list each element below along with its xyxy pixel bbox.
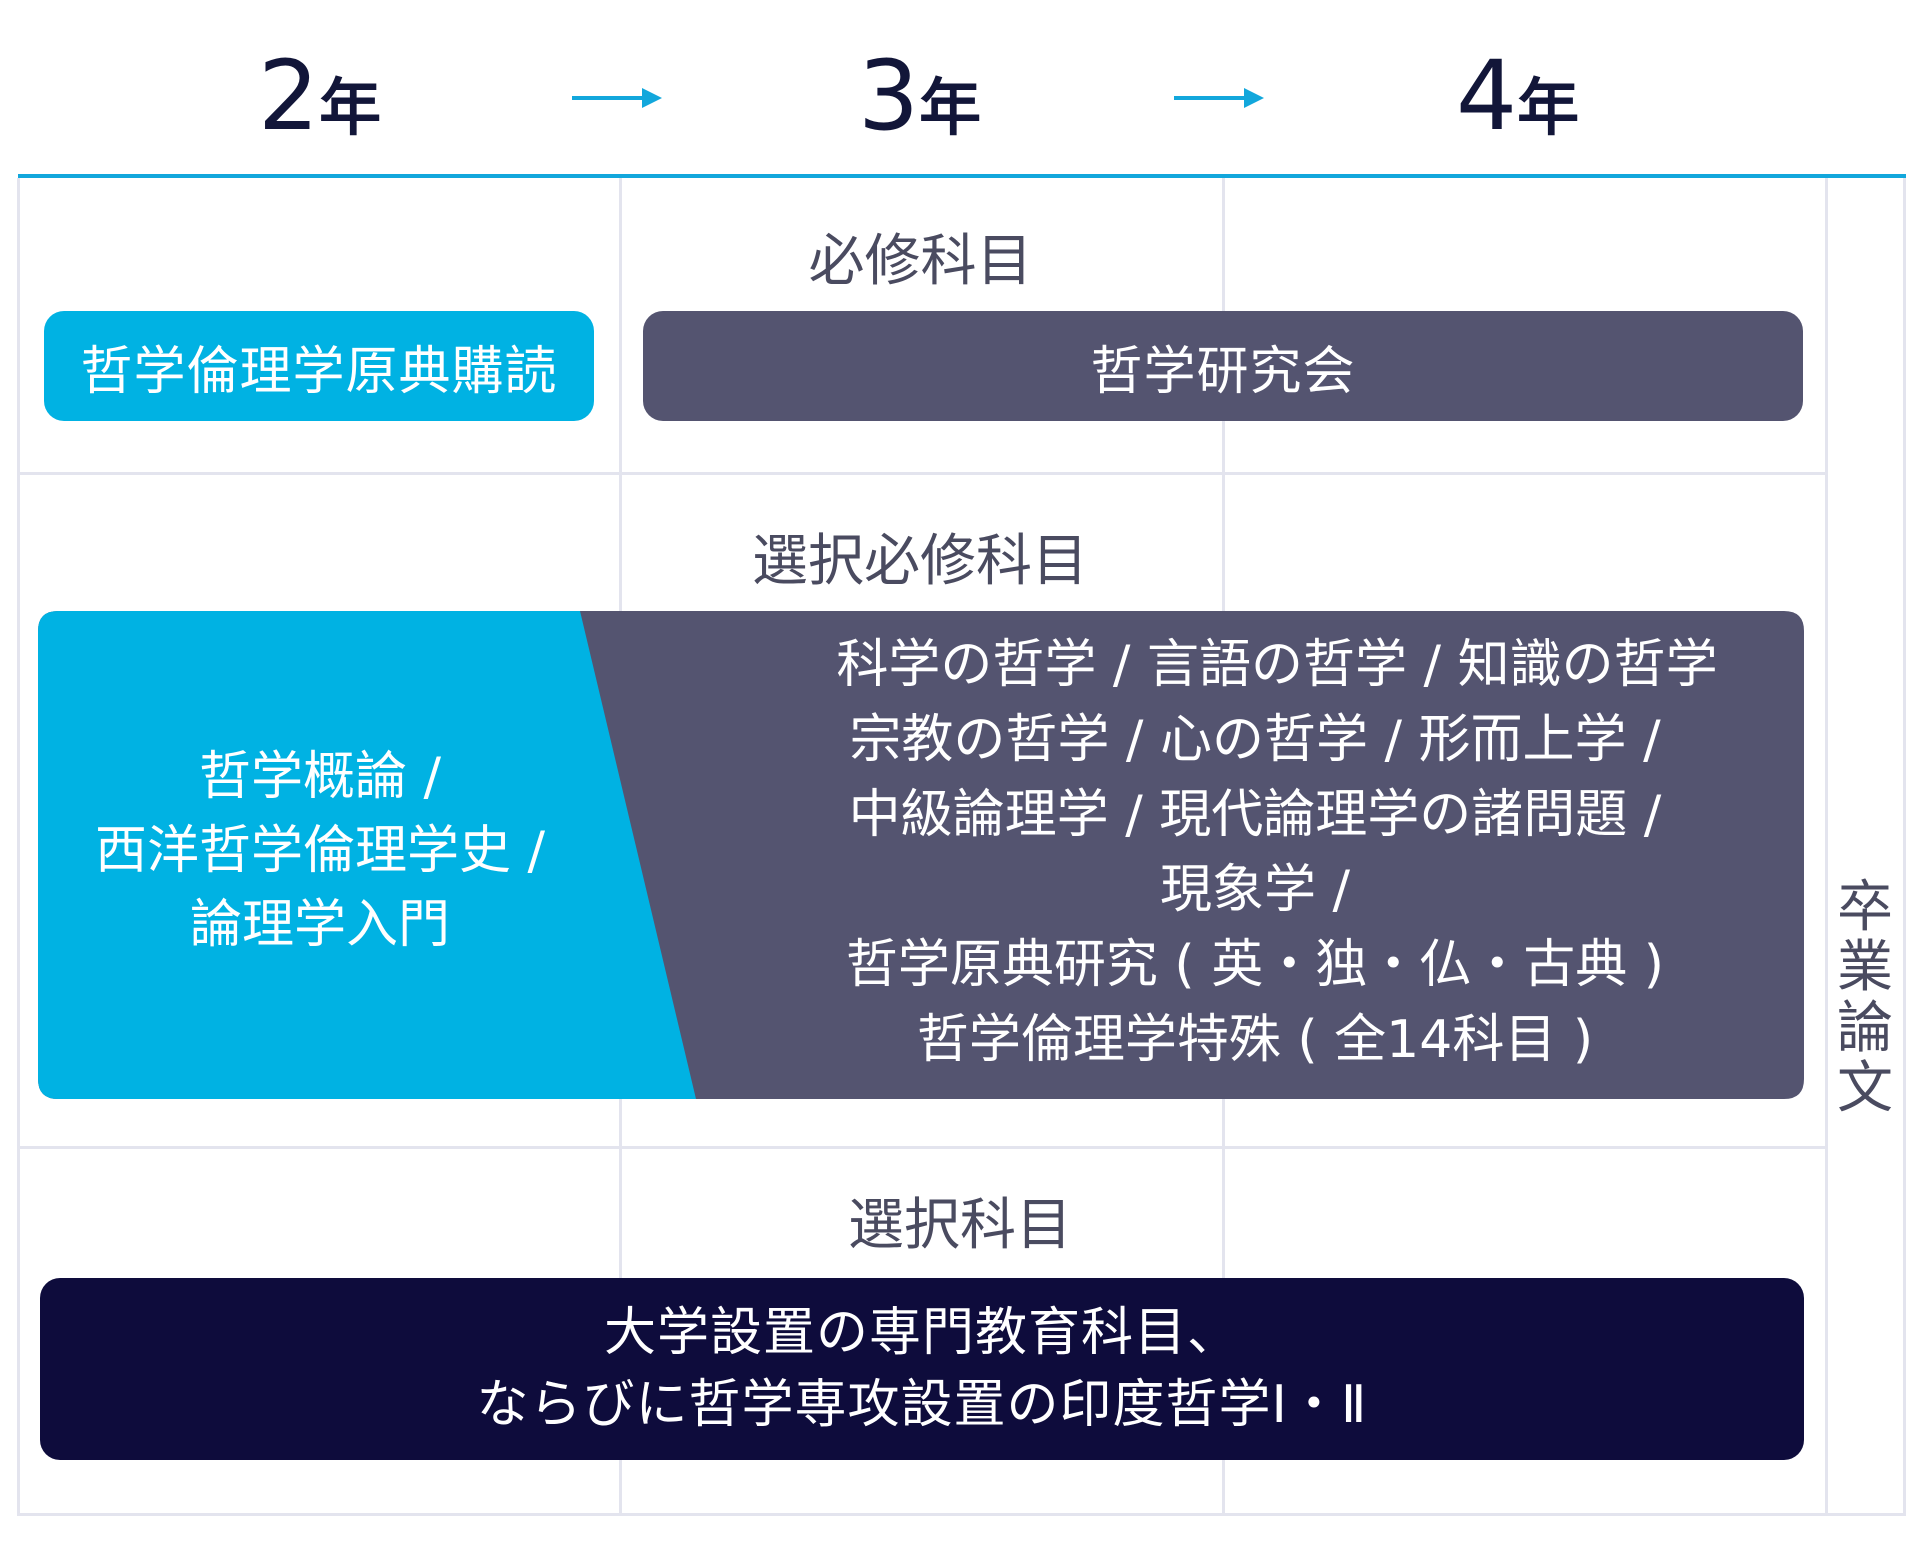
elective-required-section-title: 選択必修科目 — [752, 529, 1088, 594]
year-4-label: 4年 — [1456, 48, 1579, 144]
grid-line-row1 — [17, 472, 1827, 475]
grid-line-bottom — [17, 1513, 1906, 1516]
grid-line-left — [17, 178, 20, 1516]
course-line: ならびに哲学専攻設置の印度哲学Ⅰ・Ⅱ — [476, 1375, 1368, 1435]
grid-line-row2 — [17, 1146, 1827, 1149]
course-line: 哲学概論 / — [198, 747, 442, 807]
course-line: 論理学入門 — [189, 895, 450, 955]
course-line: 西洋哲学倫理学史 / — [94, 821, 546, 881]
year-unit: 年 — [319, 71, 382, 144]
year-number: 4 — [1456, 40, 1518, 152]
thesis-char: 業 — [1837, 935, 1893, 1001]
year-3-label: 3年 — [858, 48, 981, 144]
course-name: 哲学倫理学原典購読 — [80, 341, 558, 402]
thesis-char: 論 — [1837, 995, 1893, 1061]
year-number: 3 — [858, 40, 920, 152]
elective-required-block — [38, 611, 1804, 1099]
elective-required-left-text: 哲学概論 / 西洋哲学倫理学史 / 論理学入門 — [40, 740, 600, 962]
header-accent-line — [18, 174, 1906, 178]
arrow-right-icon — [572, 88, 662, 108]
graduation-thesis-label: 卒 業 論 文 — [1836, 875, 1894, 1122]
grid-line-right — [1903, 178, 1906, 1516]
course-line: 中級論理学 / 現代論理学の諸問題 / — [848, 785, 1662, 845]
elective-block: 大学設置の専門教育科目、 ならびに哲学専攻設置の印度哲学Ⅰ・Ⅱ — [40, 1278, 1804, 1460]
year-number: 2 — [258, 40, 320, 152]
thesis-char: 卒 — [1837, 875, 1893, 940]
elective-section-title: 選択科目 — [848, 1193, 1072, 1258]
course-line: 宗教の哲学 / 心の哲学 / 形而上学 / — [849, 710, 1661, 770]
course-block-year34: 哲学研究会 — [643, 311, 1803, 421]
arrow-right-icon — [1174, 88, 1264, 108]
grid-line-col4 — [1825, 178, 1828, 1516]
year-2-label: 2年 — [258, 48, 381, 144]
year-unit: 年 — [919, 71, 982, 144]
year-unit: 年 — [1517, 71, 1580, 144]
course-line: 科学の哲学 / 言語の哲学 / 知識の哲学 — [836, 635, 1718, 695]
thesis-char: 文 — [1837, 1056, 1893, 1122]
required-section-title: 必修科目 — [808, 229, 1033, 294]
course-block-year2: 哲学倫理学原典購読 — [44, 311, 594, 421]
course-line: 哲学倫理学特殊 ( 全14科目 ) — [916, 1010, 1594, 1070]
course-line: 現象学 / — [1159, 860, 1351, 920]
course-line: 大学設置の専門教育科目、 — [603, 1303, 1240, 1363]
elective-required-right-text: 科学の哲学 / 言語の哲学 / 知識の哲学 宗教の哲学 / 心の哲学 / 形而上… — [660, 628, 1800, 1078]
course-name: 哲学研究会 — [1090, 341, 1356, 402]
course-line: 哲学原典研究 ( 英・独・仏・古典 ) — [845, 935, 1665, 995]
